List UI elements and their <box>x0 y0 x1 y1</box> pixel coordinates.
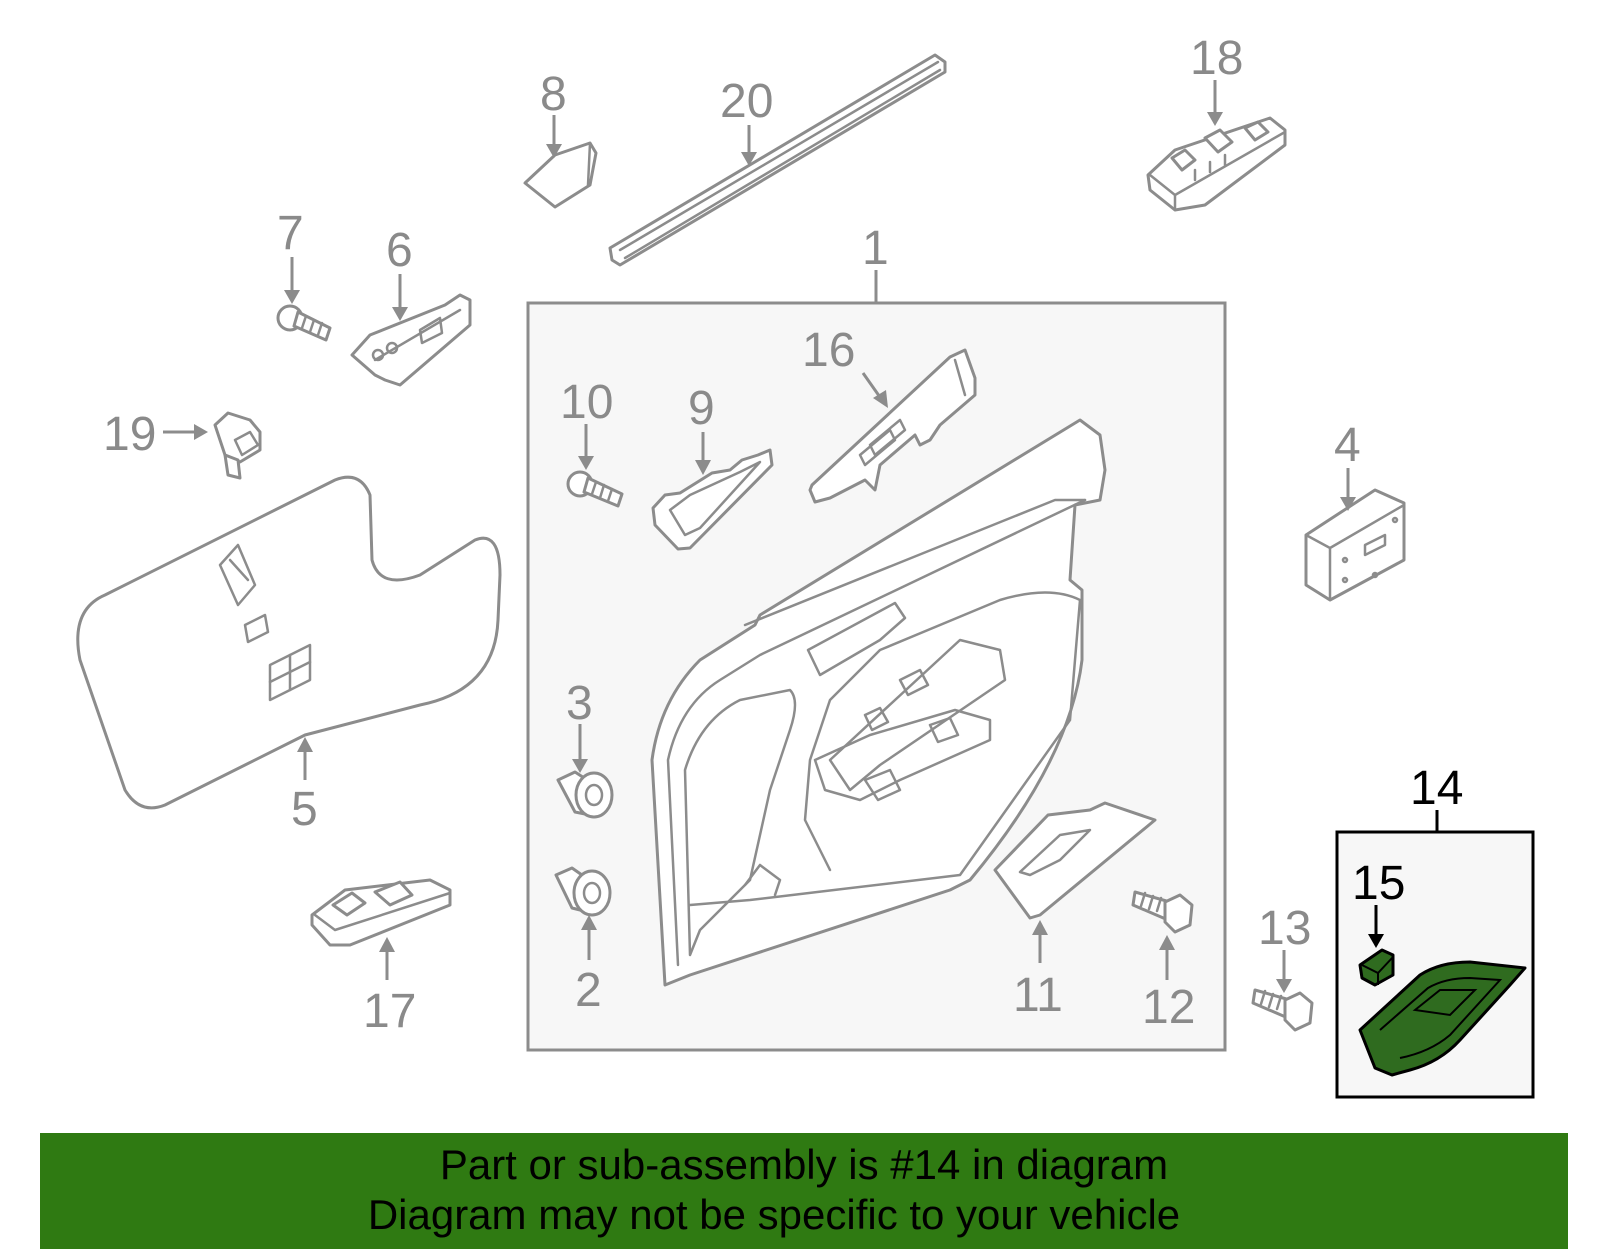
arrow-6 <box>392 307 408 321</box>
callout-19: 19 <box>103 408 156 461</box>
arrow-19 <box>194 424 208 440</box>
callout-7: 7 <box>277 207 304 260</box>
arrow-15 <box>1368 934 1384 948</box>
callout-9: 9 <box>688 382 715 435</box>
part-20-weatherstrip <box>608 53 947 267</box>
callout-15: 15 <box>1352 857 1405 910</box>
callout-4: 4 <box>1334 419 1361 472</box>
arrow-8 <box>546 144 562 158</box>
arrow-13 <box>1276 979 1292 993</box>
arrow-9 <box>695 460 711 475</box>
callout-2: 2 <box>575 964 602 1017</box>
part-8-cover <box>523 141 598 209</box>
part-5-vapor-barrier <box>76 475 502 810</box>
arrow-20 <box>741 152 757 166</box>
arrow-18 <box>1207 112 1223 126</box>
part-12-bolt <box>1131 890 1194 934</box>
callout-11: 11 <box>1013 969 1063 1022</box>
arrow-7 <box>284 290 300 304</box>
part-6-bracket <box>350 293 472 387</box>
arrow-5 <box>297 737 313 752</box>
callout-17: 17 <box>363 985 416 1038</box>
arrow-12 <box>1159 935 1175 950</box>
arrow-10 <box>578 456 594 470</box>
part-17-switch <box>310 878 452 947</box>
part-4-module <box>1304 488 1406 602</box>
part-9-handle-cover <box>651 448 774 551</box>
callout-12: 12 <box>1142 981 1195 1034</box>
part-15-clip <box>1358 948 1395 987</box>
info-banner: Part or sub-assembly is #14 in diagram D… <box>40 1133 1568 1249</box>
callout-20: 20 <box>720 75 773 128</box>
arrow-11 <box>1032 920 1048 935</box>
arrow-16 <box>873 390 888 408</box>
arrow-17 <box>379 937 395 952</box>
callout-1: 1 <box>862 222 889 275</box>
part-3-clip <box>556 770 614 819</box>
part-13-bolt <box>1251 988 1314 1032</box>
callout-8: 8 <box>540 68 567 121</box>
arrow-3 <box>572 759 588 773</box>
callout-10: 10 <box>560 376 613 429</box>
banner-line-2: Diagram may not be specific to your vehi… <box>367 1191 1181 1238</box>
callout-16: 16 <box>802 324 855 377</box>
part-18-window-switch <box>1146 116 1287 212</box>
part-2-clip <box>554 866 612 917</box>
part-11-bracket <box>993 801 1157 920</box>
part-19-connector <box>213 411 262 480</box>
part-14-highlighted-trim <box>1358 960 1527 1077</box>
callout-14: 14 <box>1410 762 1463 815</box>
part-10-screw <box>566 470 624 508</box>
callout-13: 13 <box>1258 902 1311 955</box>
callout-3: 3 <box>566 677 593 730</box>
callout-6: 6 <box>386 224 413 277</box>
part-7-screw <box>276 304 332 342</box>
banner-line-1: Part or sub-assembly is #14 in diagram <box>439 1141 1169 1188</box>
callout-5: 5 <box>291 783 318 836</box>
door-trim-panel <box>650 418 1107 987</box>
arrow-2 <box>581 915 597 930</box>
callout-18: 18 <box>1190 32 1243 85</box>
arrow-4 <box>1340 497 1356 511</box>
part-16-switch-bezel <box>808 348 977 504</box>
